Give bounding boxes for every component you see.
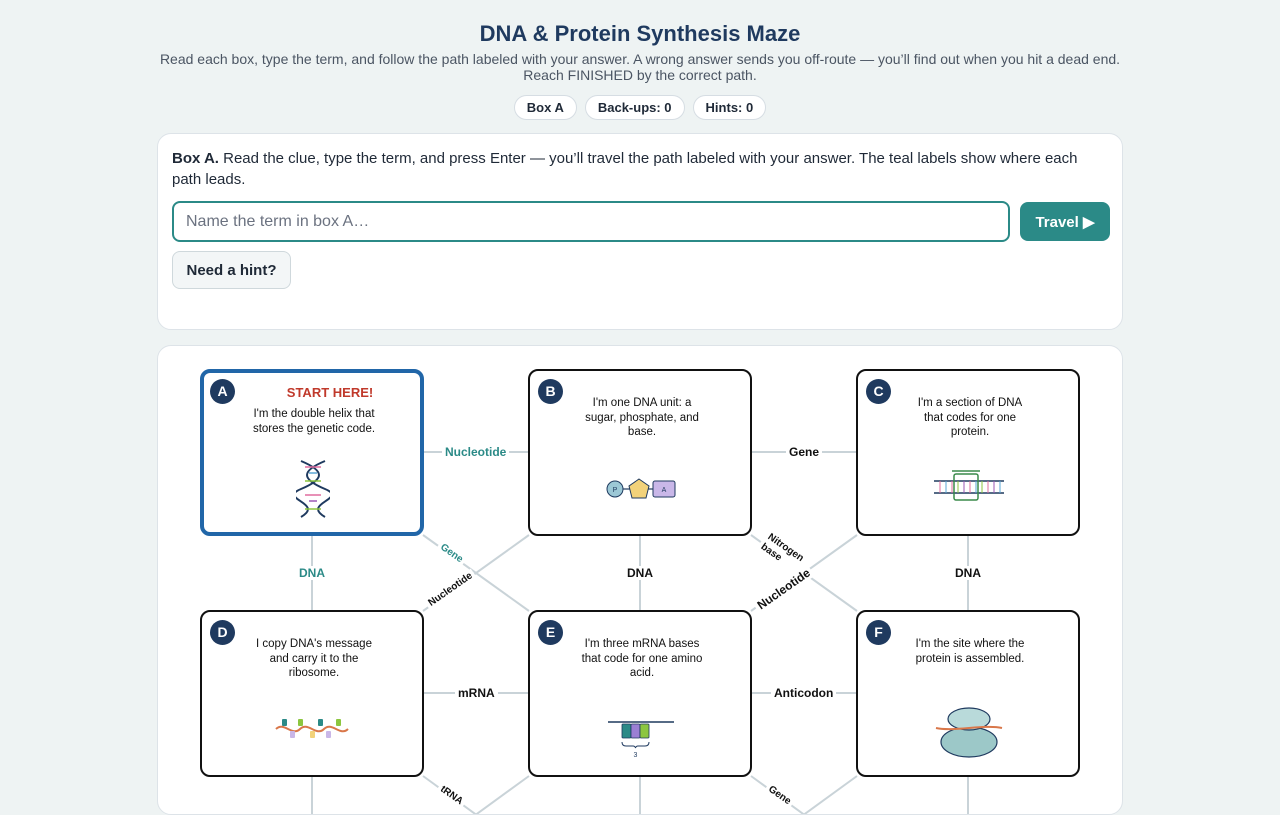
- path-label-nucleotide[interactable]: Nucleotide: [442, 445, 510, 459]
- box-d-badge: D: [210, 620, 235, 645]
- box-f-clue: I'm the site where the protein is assemb…: [915, 638, 1025, 665]
- box-e-badge: E: [538, 620, 563, 645]
- path-label-anticodon[interactable]: Anticodon: [771, 686, 837, 700]
- backups-chip: Back-ups: 0: [584, 95, 685, 120]
- path-label-gene[interactable]: Gene: [786, 445, 823, 459]
- maze-box-a[interactable]: A START HERE! I'm the double helix that …: [200, 369, 424, 536]
- maze-box-e[interactable]: E I'm three mRNA bases that code for one…: [528, 610, 752, 777]
- box-f-badge: F: [866, 620, 891, 645]
- maze-box-f[interactable]: F I'm the site where the protein is asse…: [856, 610, 1080, 777]
- maze-box-d[interactable]: D I copy DNA's message and carry it to t…: [200, 610, 424, 777]
- box-c-clue: I'm a section of DNA that codes for one …: [917, 397, 1023, 438]
- path-label-dna-a[interactable]: DNA: [296, 566, 328, 580]
- answer-input[interactable]: [172, 201, 1010, 242]
- maze-box-b[interactable]: B I'm one DNA unit: a sugar, phosphate, …: [528, 369, 752, 536]
- box-d-clue: I copy DNA's message and carry it to the…: [256, 638, 372, 679]
- box-b-clue: I'm one DNA unit: a sugar, phosphate, an…: [585, 397, 699, 438]
- travel-button[interactable]: Travel ▶: [1020, 202, 1110, 241]
- path-label-dna-b[interactable]: DNA: [624, 566, 656, 580]
- start-label: START HERE!: [286, 385, 374, 400]
- base-label: A: [662, 487, 667, 494]
- path-label-dna-c[interactable]: DNA: [952, 566, 984, 580]
- current-box-chip: Box A: [513, 95, 577, 120]
- maze-box-c[interactable]: C I'm a section of DNA that codes for on…: [856, 369, 1080, 536]
- hints-chip: Hints: 0: [692, 95, 767, 120]
- ribosome-icon: [935, 707, 1003, 758]
- box-e-clue: I'm three mRNA bases that code for one a…: [581, 638, 703, 679]
- codon-icon: 3: [608, 721, 674, 759]
- box-label: Box A.: [172, 150, 219, 167]
- box-c-badge: C: [866, 379, 891, 404]
- path-e-diag-left: [475, 775, 530, 814]
- page-title: DNA & Protein Synthesis Maze: [479, 21, 801, 46]
- dna-helix-icon: [296, 460, 330, 518]
- instructions: Box A. Read the clue, type the term, and…: [172, 148, 1092, 190]
- instructions-text: Read the clue, type the term, and press …: [172, 150, 1078, 188]
- question-panel: Box A. Read the clue, type the term, and…: [157, 133, 1123, 330]
- codon-count: 3: [634, 752, 638, 759]
- hint-button[interactable]: Need a hint?: [172, 251, 291, 289]
- mrna-icon: [275, 719, 349, 738]
- box-a-badge: A: [210, 379, 235, 404]
- phosphate-label: P: [613, 487, 618, 494]
- maze-board: Nucleotide Gene DNA DNA DNA mRNA Anticod…: [157, 345, 1123, 815]
- path-f-diag: [803, 775, 858, 814]
- gene-icon: [934, 470, 1004, 501]
- nucleotide-icon: P A: [606, 478, 676, 499]
- page-subtitle: Read each box, type the term, and follow…: [159, 51, 1121, 83]
- path-label-mrna[interactable]: mRNA: [455, 686, 498, 700]
- box-b-badge: B: [538, 379, 563, 404]
- box-a-clue: I'm the double helix that stores the gen…: [252, 408, 376, 435]
- status-bar: Box A Back-ups: 0 Hints: 0: [0, 95, 1280, 120]
